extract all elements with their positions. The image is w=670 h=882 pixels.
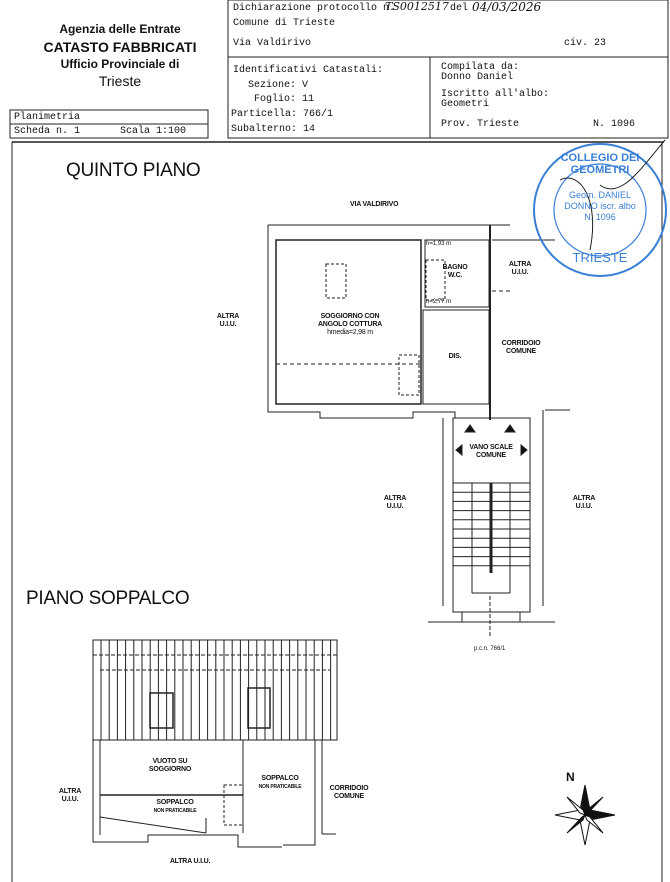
civic-number: civ. 23 xyxy=(564,38,607,49)
other-unit-label2: U.I.U. xyxy=(219,321,237,328)
other-unit-label2: U.I.U. xyxy=(61,796,79,803)
date-label: del xyxy=(450,3,469,14)
other-unit-label2: U.I.U. xyxy=(511,269,529,276)
north-label: N xyxy=(566,770,575,784)
bath-height-2: h=2,77 m xyxy=(426,299,452,305)
declaration-date: 04/03/2026 xyxy=(472,0,542,14)
register-label: Iscritto all'albo: xyxy=(441,89,550,100)
fifth-floor-title: QUINTO PIANO xyxy=(66,160,201,181)
common-stairs: VANO SCALE COMUNE xyxy=(465,444,517,460)
parcel-label: p.c.n. 766/1 xyxy=(474,646,506,652)
other-unit-label: ALTRA xyxy=(508,261,532,268)
loft-right: SOPPALCO NON PRATICABILE xyxy=(245,775,315,791)
mezz-other-unit-s: ALTRA U.I.U. xyxy=(169,858,211,865)
office-city: Trieste xyxy=(98,73,142,89)
other-unit-label: ALTRA xyxy=(572,495,596,502)
registry-name: CATASTO FABBRICATI xyxy=(43,39,197,55)
corridor-name: CORRIDOIO xyxy=(329,785,369,792)
agency-name: Agenzia delle Entrate xyxy=(59,22,181,36)
stairs-name2: COMUNE xyxy=(476,452,506,459)
corridor-name: CORRIDOIO xyxy=(501,340,541,347)
stairs-name: VANO SCALE xyxy=(469,444,513,451)
other-unit-label: ALTRA xyxy=(383,495,407,502)
other-unit-label2: U.I.U. xyxy=(575,503,593,510)
protocol-number: TS0012517 xyxy=(385,0,449,13)
protocol-label: Dichiarazione protocollo n. xyxy=(233,3,396,14)
other-unit-ne: ALTRA U.I.U. xyxy=(500,261,540,277)
stamp-center: Geom. DANIEL DONNO iscr. albo N. 1096 xyxy=(564,190,636,222)
loft-name: SOPPALCO xyxy=(261,775,299,782)
room-bath-name2: W.C. xyxy=(447,272,463,279)
room-hall: DIS. xyxy=(448,353,462,360)
province: Prov. Trieste xyxy=(441,119,520,130)
other-unit-label2: U.I.U. xyxy=(386,503,404,510)
corridor-name2: COMUNE xyxy=(506,348,536,355)
other-unit-se: ALTRA U.I.U. xyxy=(564,495,604,511)
street-label: VIA VALDIRIVO xyxy=(350,201,399,208)
sheet-scale: Scala 1:100 xyxy=(120,126,187,137)
void-name2: SOGGIORNO xyxy=(148,766,192,773)
mezz-corridor: CORRIDOIO COMUNE xyxy=(324,785,374,801)
compass-rose-icon xyxy=(554,784,616,846)
stamp-ring-top-visible: COLLEGIO DEI GEOMETRI xyxy=(560,152,640,176)
sheet-type: Planimetria xyxy=(14,112,81,123)
office-label: Ufficio Provinciale di xyxy=(60,57,180,71)
mezz-other-unit-w: ALTRA U.I.U. xyxy=(50,788,90,804)
mezzanine-title: PIANO SOPPALCO xyxy=(26,588,190,609)
identifiers-heading: Identificativi Catastali: xyxy=(233,65,384,76)
bath-height-1: h=1,93 m xyxy=(426,241,452,247)
room-bath-name: BAGNO xyxy=(442,264,468,271)
loft-name2: NON PRATICABILE xyxy=(258,784,302,790)
void-over-living: VUOTO SU SOGGIORNO xyxy=(140,758,200,774)
room-living-height: hmedia=2,98 m xyxy=(327,329,373,336)
municipality: Comune di Trieste xyxy=(233,18,336,29)
loft-name: SOPPALCO xyxy=(156,799,194,806)
other-unit-label: ALTRA xyxy=(216,313,240,320)
other-unit-label: ALTRA xyxy=(58,788,82,795)
corridor-name2: COMUNE xyxy=(334,793,364,800)
particella: Particella: 766/1 xyxy=(231,109,334,120)
other-unit-w: ALTRA U.I.U. xyxy=(208,313,248,329)
stamp-seal xyxy=(533,143,667,277)
room-living: SOGGIORNO CON ANGOLO COTTURA hmedia=2,98… xyxy=(300,313,400,337)
void-name: VUOTO SU xyxy=(152,758,188,765)
stamp-ring-bottom: TRIESTE xyxy=(572,250,628,265)
sheet-number: Scheda n. 1 xyxy=(14,126,81,137)
sezione: Sezione: V xyxy=(248,80,309,91)
loft-name2: NON PRATICABILE xyxy=(153,808,197,814)
compiler-name: Donno Daniel xyxy=(441,72,514,83)
subalterno: Subalterno: 14 xyxy=(231,124,316,135)
register: Geometri xyxy=(441,99,490,110)
register-number: N. 1096 xyxy=(593,119,636,130)
street: Via Valdirivo xyxy=(233,38,312,49)
other-unit-sw: ALTRA U.I.U. xyxy=(375,495,415,511)
compiler-label: Compilata da: xyxy=(441,62,520,73)
room-bath: BAGNO W.C. xyxy=(430,264,480,280)
common-corridor: CORRIDOIO COMUNE xyxy=(496,340,546,356)
room-living-name: SOGGIORNO CON xyxy=(320,313,380,320)
loft-left: SOPPALCO NON PRATICABILE xyxy=(135,799,215,815)
foglio: Foglio: 11 xyxy=(254,94,315,105)
header-box xyxy=(227,0,669,139)
room-living-name2: ANGOLO COTTURA xyxy=(317,321,383,328)
